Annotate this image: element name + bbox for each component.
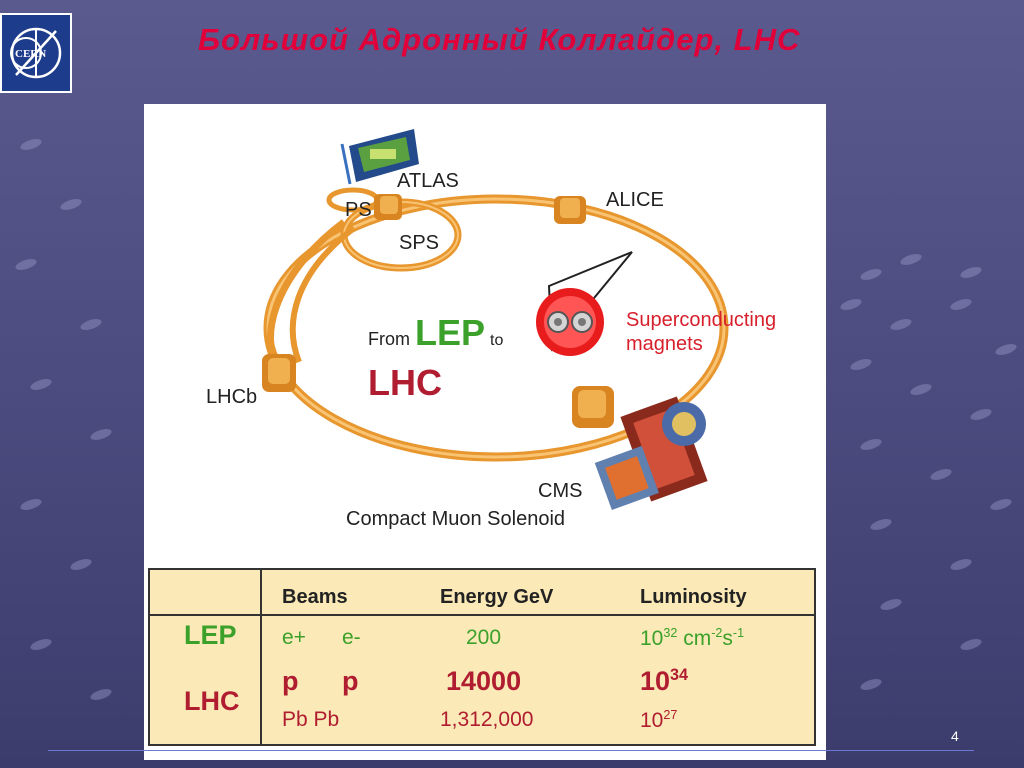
lep-energy: 200	[466, 626, 502, 649]
comparison-table: Beams Energy GeV Luminosity LEP e+ e- 20…	[148, 568, 816, 746]
lhc-pb-lum-base: 10	[640, 709, 664, 732]
lep-lum-base: 10	[640, 627, 664, 650]
lep-lum-unit2: s	[722, 627, 733, 650]
label-lhcb: LHCb	[206, 386, 258, 408]
lhcb-cavern	[262, 354, 296, 392]
lhc-pp-lum-exp: 34	[670, 666, 689, 684]
atlas-detector-image	[340, 129, 419, 185]
lep-lum-unit1: cm	[677, 627, 712, 650]
lep-beam1: e+	[282, 626, 306, 649]
label-magnets-line2: magnets	[626, 333, 703, 355]
table-divider-vertical	[260, 570, 262, 746]
label-cms: CMS	[538, 480, 583, 502]
label-alice: ALICE	[606, 189, 664, 211]
row-label-lep: LEP	[184, 620, 237, 650]
lep-beam2: e-	[342, 626, 361, 649]
label-to: to	[490, 332, 504, 349]
cms-cavern	[572, 386, 614, 428]
label-magnets: Superconducting magnets	[626, 308, 776, 356]
lhc-pb-beams: Pb Pb	[282, 708, 340, 731]
lhc-pp-beam1: p	[282, 666, 299, 696]
atlas-cavern	[374, 194, 402, 220]
from-lep-to-lhc: From LEP to	[368, 312, 503, 354]
header-luminosity: Luminosity	[640, 586, 747, 608]
lhc-pp-energy: 14000	[446, 666, 522, 696]
page-number: 4	[951, 728, 959, 744]
lhc-pp-beam2: p	[342, 666, 359, 696]
label-atlas: ATLAS	[397, 170, 459, 192]
row-label-lhc: LHC	[184, 686, 240, 716]
label-cms-full: Compact Muon Solenoid	[346, 508, 566, 530]
cern-logo-text: CERN	[15, 48, 46, 60]
lep-lum-exp: 32	[663, 626, 678, 640]
label-magnets-line1: Superconducting	[626, 309, 777, 331]
slide-title: Большой Адронный Коллайдер, LHC	[198, 22, 801, 57]
footer-line	[48, 750, 974, 751]
lep-lum-exp3: -1	[732, 626, 745, 640]
alice-cavern	[554, 196, 586, 224]
cms-detector-image	[594, 396, 708, 511]
lhc-pb-energy: 1,312,000	[440, 708, 534, 731]
header-beams: Beams	[282, 586, 348, 608]
lhc-pb-lum-exp: 27	[663, 708, 678, 722]
label-lhc: LHC	[368, 362, 442, 403]
label-lep: LEP	[415, 312, 486, 353]
table-divider-horizontal	[150, 614, 814, 616]
label-sps: SPS	[399, 232, 440, 254]
lhc-pb-luminosity: 1027	[640, 708, 677, 733]
accelerator-diagram	[262, 129, 729, 511]
lep-luminosity: 1032 cm-2s-1	[640, 626, 744, 651]
superconducting-magnet-image	[536, 288, 604, 356]
lhc-pp-luminosity: 1034	[640, 666, 688, 697]
cern-logo: CERN	[0, 13, 72, 93]
cern-logo-icon: CERN	[10, 27, 62, 79]
label-from: From	[368, 329, 410, 349]
lep-lum-exp2: -2	[711, 626, 723, 640]
header-energy: Energy GeV	[440, 586, 554, 608]
lhc-pp-lum-base: 10	[640, 666, 671, 696]
diagram-panel: ATLAS PS SPS ALICE LHCb CMS Compact Muon…	[144, 104, 826, 760]
label-ps: PS	[345, 199, 372, 221]
